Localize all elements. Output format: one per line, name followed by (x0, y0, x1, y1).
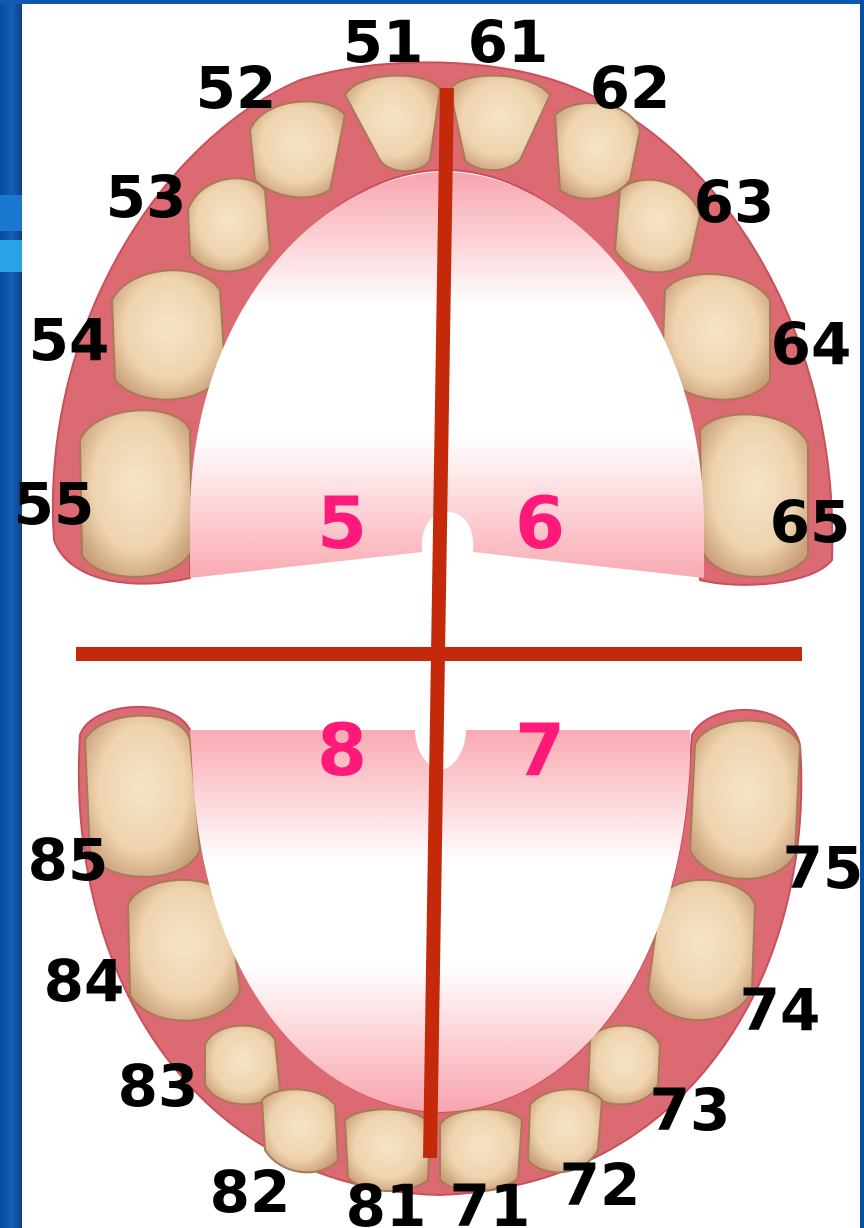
tooth-label-62: 62 (590, 54, 671, 122)
tooth-label-75: 75 (783, 834, 864, 902)
tooth-label-74: 74 (740, 976, 821, 1044)
tooth-label-65: 65 (770, 488, 851, 556)
tooth-label-53: 53 (106, 163, 187, 231)
tooth-54 (112, 270, 225, 399)
tooth-label-54: 54 (29, 306, 110, 374)
tooth-label-82: 82 (210, 1158, 291, 1226)
tooth-label-63: 63 (694, 168, 775, 236)
tooth-63 (615, 180, 700, 273)
tooth-label-51: 51 (343, 8, 424, 76)
quadrant-label-6: 6 (515, 481, 565, 565)
tooth-83 (205, 1026, 280, 1105)
tooth-label-85: 85 (28, 826, 109, 894)
quadrant-label-7: 7 (515, 708, 565, 792)
quadrant-label-8: 8 (317, 708, 367, 792)
tooth-label-64: 64 (771, 310, 852, 378)
tooth-55 (80, 410, 192, 577)
tooth-label-72: 72 (560, 1151, 641, 1219)
tooth-label-84: 84 (44, 947, 125, 1015)
tooth-label-71: 71 (450, 1172, 531, 1228)
tooth-label-55: 55 (14, 470, 95, 538)
quadrant-label-5: 5 (317, 481, 367, 565)
tooth-label-83: 83 (118, 1052, 199, 1120)
tooth-label-73: 73 (650, 1076, 731, 1144)
tooth-label-52: 52 (196, 54, 277, 122)
tooth-label-61: 61 (468, 8, 549, 76)
tooth-label-81: 81 (346, 1172, 427, 1228)
tooth-53 (188, 178, 270, 271)
